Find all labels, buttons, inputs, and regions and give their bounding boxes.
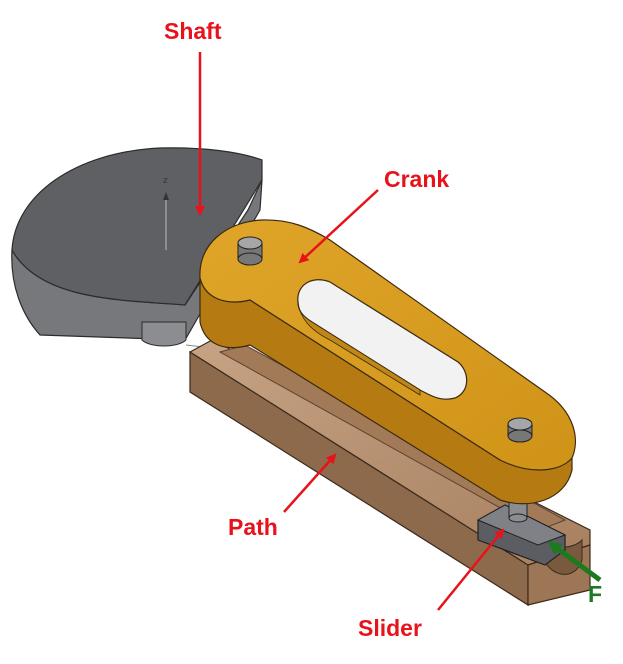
path-label: Path [228,514,278,540]
axis-z-label: z [163,176,168,186]
slider-arrow-icon [437,528,505,611]
slider-label: Slider [358,615,422,641]
z-axis-icon [163,192,169,250]
crank-pin-left [237,236,263,266]
crank-label: Crank [384,166,450,192]
path-top-face [188,339,591,566]
force-arrow-icon [547,540,602,583]
path-arrow-icon [283,453,337,513]
shaft-label: Shaft [164,18,222,44]
crank-pin-right [507,417,533,443]
shaft-hub [141,321,187,347]
crank-arrow-icon [298,189,379,264]
force-label: F [588,581,603,607]
crank-body [199,219,576,505]
